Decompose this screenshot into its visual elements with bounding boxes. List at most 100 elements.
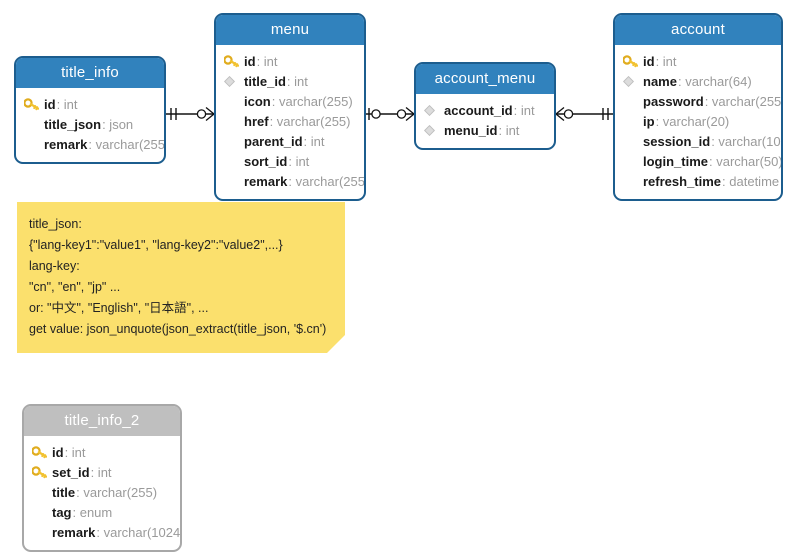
field-name: remark: [244, 173, 288, 189]
field-row[interactable]: menu_id: int: [424, 120, 546, 140]
field-row[interactable]: account_id: int: [424, 100, 546, 120]
primary-key-icon: [32, 444, 52, 460]
field-type: : varchar(255): [288, 173, 366, 189]
field-name: sort_id: [244, 153, 288, 169]
note-line: or: "中文", "English", "日本語", ...: [29, 301, 209, 315]
field-name: icon: [244, 93, 271, 109]
field-type: : varchar(255): [271, 93, 353, 109]
note-fold-corner-icon: [327, 335, 345, 353]
field-name: id: [44, 96, 56, 112]
field-row[interactable]: password: varchar(255): [623, 91, 781, 111]
relationship-menu-to-account_menu[interactable]: [366, 103, 415, 125]
field-name: parent_id: [244, 133, 303, 149]
field-row[interactable]: remark: varchar(255): [24, 134, 164, 154]
field-indent-spacer: [224, 153, 244, 169]
field-name: remark: [52, 524, 96, 540]
field-indent-spacer: [623, 113, 643, 129]
field-type: : varchar(255): [88, 136, 166, 152]
field-name: set_id: [52, 464, 90, 480]
entity-title-account: account: [615, 15, 781, 45]
field-row[interactable]: id: int: [32, 442, 172, 462]
field-row[interactable]: refresh_time: datetime: [623, 171, 779, 191]
field-row[interactable]: title: varchar(255): [32, 482, 172, 502]
relationship-title_info-to-menu[interactable]: [166, 103, 215, 125]
entity-title-account_menu: account_menu: [416, 64, 554, 94]
field-row[interactable]: remark: varchar(255): [224, 171, 364, 191]
field-name: title_id: [244, 73, 286, 89]
field-type: : int: [56, 96, 78, 112]
field-indent-spacer: [224, 133, 244, 149]
field-type: : varchar(50): [709, 153, 783, 169]
foreign-key-icon: [623, 73, 643, 89]
field-type: : varchar(255): [704, 93, 783, 109]
field-name: title_json: [44, 116, 102, 132]
primary-key-icon: [623, 53, 643, 69]
field-row[interactable]: id: int: [623, 51, 773, 71]
field-row[interactable]: ip: varchar(20): [623, 111, 773, 131]
field-row[interactable]: login_time: varchar(50): [623, 151, 781, 171]
field-indent-spacer: [224, 93, 244, 109]
annotation-note[interactable]: title_json:{"lang-key1":"value1", "lang-…: [17, 202, 345, 353]
field-row[interactable]: set_id: int: [32, 462, 172, 482]
field-indent-spacer: [623, 133, 643, 149]
field-indent-spacer: [32, 484, 52, 500]
field-name: remark: [44, 136, 88, 152]
field-row[interactable]: tag: enum: [32, 502, 172, 522]
field-type: : varchar(1024): [96, 524, 182, 540]
field-type: : varchar(100): [711, 133, 781, 149]
field-row[interactable]: title_json: json: [24, 114, 156, 134]
field-row[interactable]: parent_id: int: [224, 131, 356, 151]
field-type: : int: [498, 122, 520, 138]
field-indent-spacer: [623, 93, 643, 109]
field-type: : int: [303, 133, 325, 149]
entity-title-title_info_2: title_info_2: [24, 406, 180, 436]
note-line: get value: json_unquote(json_extract(tit…: [29, 322, 327, 336]
field-indent-spacer: [24, 136, 44, 152]
field-name: title: [52, 484, 76, 500]
field-name: id: [244, 53, 256, 69]
note-line: title_json:: [29, 217, 82, 231]
field-row[interactable]: sort_id: int: [224, 151, 356, 171]
field-row[interactable]: icon: varchar(255): [224, 91, 356, 111]
field-name: session_id: [643, 133, 711, 149]
field-indent-spacer: [623, 173, 643, 189]
relationship-account_menu-to-account[interactable]: [555, 103, 613, 125]
field-type: : varchar(255): [76, 484, 158, 500]
field-name: login_time: [643, 153, 709, 169]
field-indent-spacer: [623, 153, 643, 169]
field-row[interactable]: id: int: [224, 51, 356, 71]
field-name: tag: [52, 504, 72, 520]
field-name: account_id: [444, 102, 513, 118]
foreign-key-icon: [424, 102, 444, 118]
field-type: : varchar(20): [655, 113, 730, 129]
field-type: : int: [286, 73, 308, 89]
field-row[interactable]: remark: varchar(1024): [32, 522, 180, 542]
field-type: : int: [64, 444, 86, 460]
field-name: id: [643, 53, 655, 69]
field-row[interactable]: title_id: int: [224, 71, 356, 91]
field-row[interactable]: id: int: [24, 94, 156, 114]
field-type: : varchar(255): [269, 113, 351, 129]
foreign-key-icon: [224, 73, 244, 89]
foreign-key-icon: [424, 122, 444, 138]
field-name: menu_id: [444, 122, 498, 138]
field-row[interactable]: session_id: varchar(100): [623, 131, 781, 151]
field-type: : enum: [72, 504, 113, 520]
field-row[interactable]: name: varchar(64): [623, 71, 773, 91]
field-name: ip: [643, 113, 655, 129]
field-type: : datetime: [722, 173, 780, 189]
field-row[interactable]: href: varchar(255): [224, 111, 356, 131]
field-type: : int: [513, 102, 535, 118]
field-indent-spacer: [32, 524, 52, 540]
field-type: : varchar(64): [677, 73, 752, 89]
